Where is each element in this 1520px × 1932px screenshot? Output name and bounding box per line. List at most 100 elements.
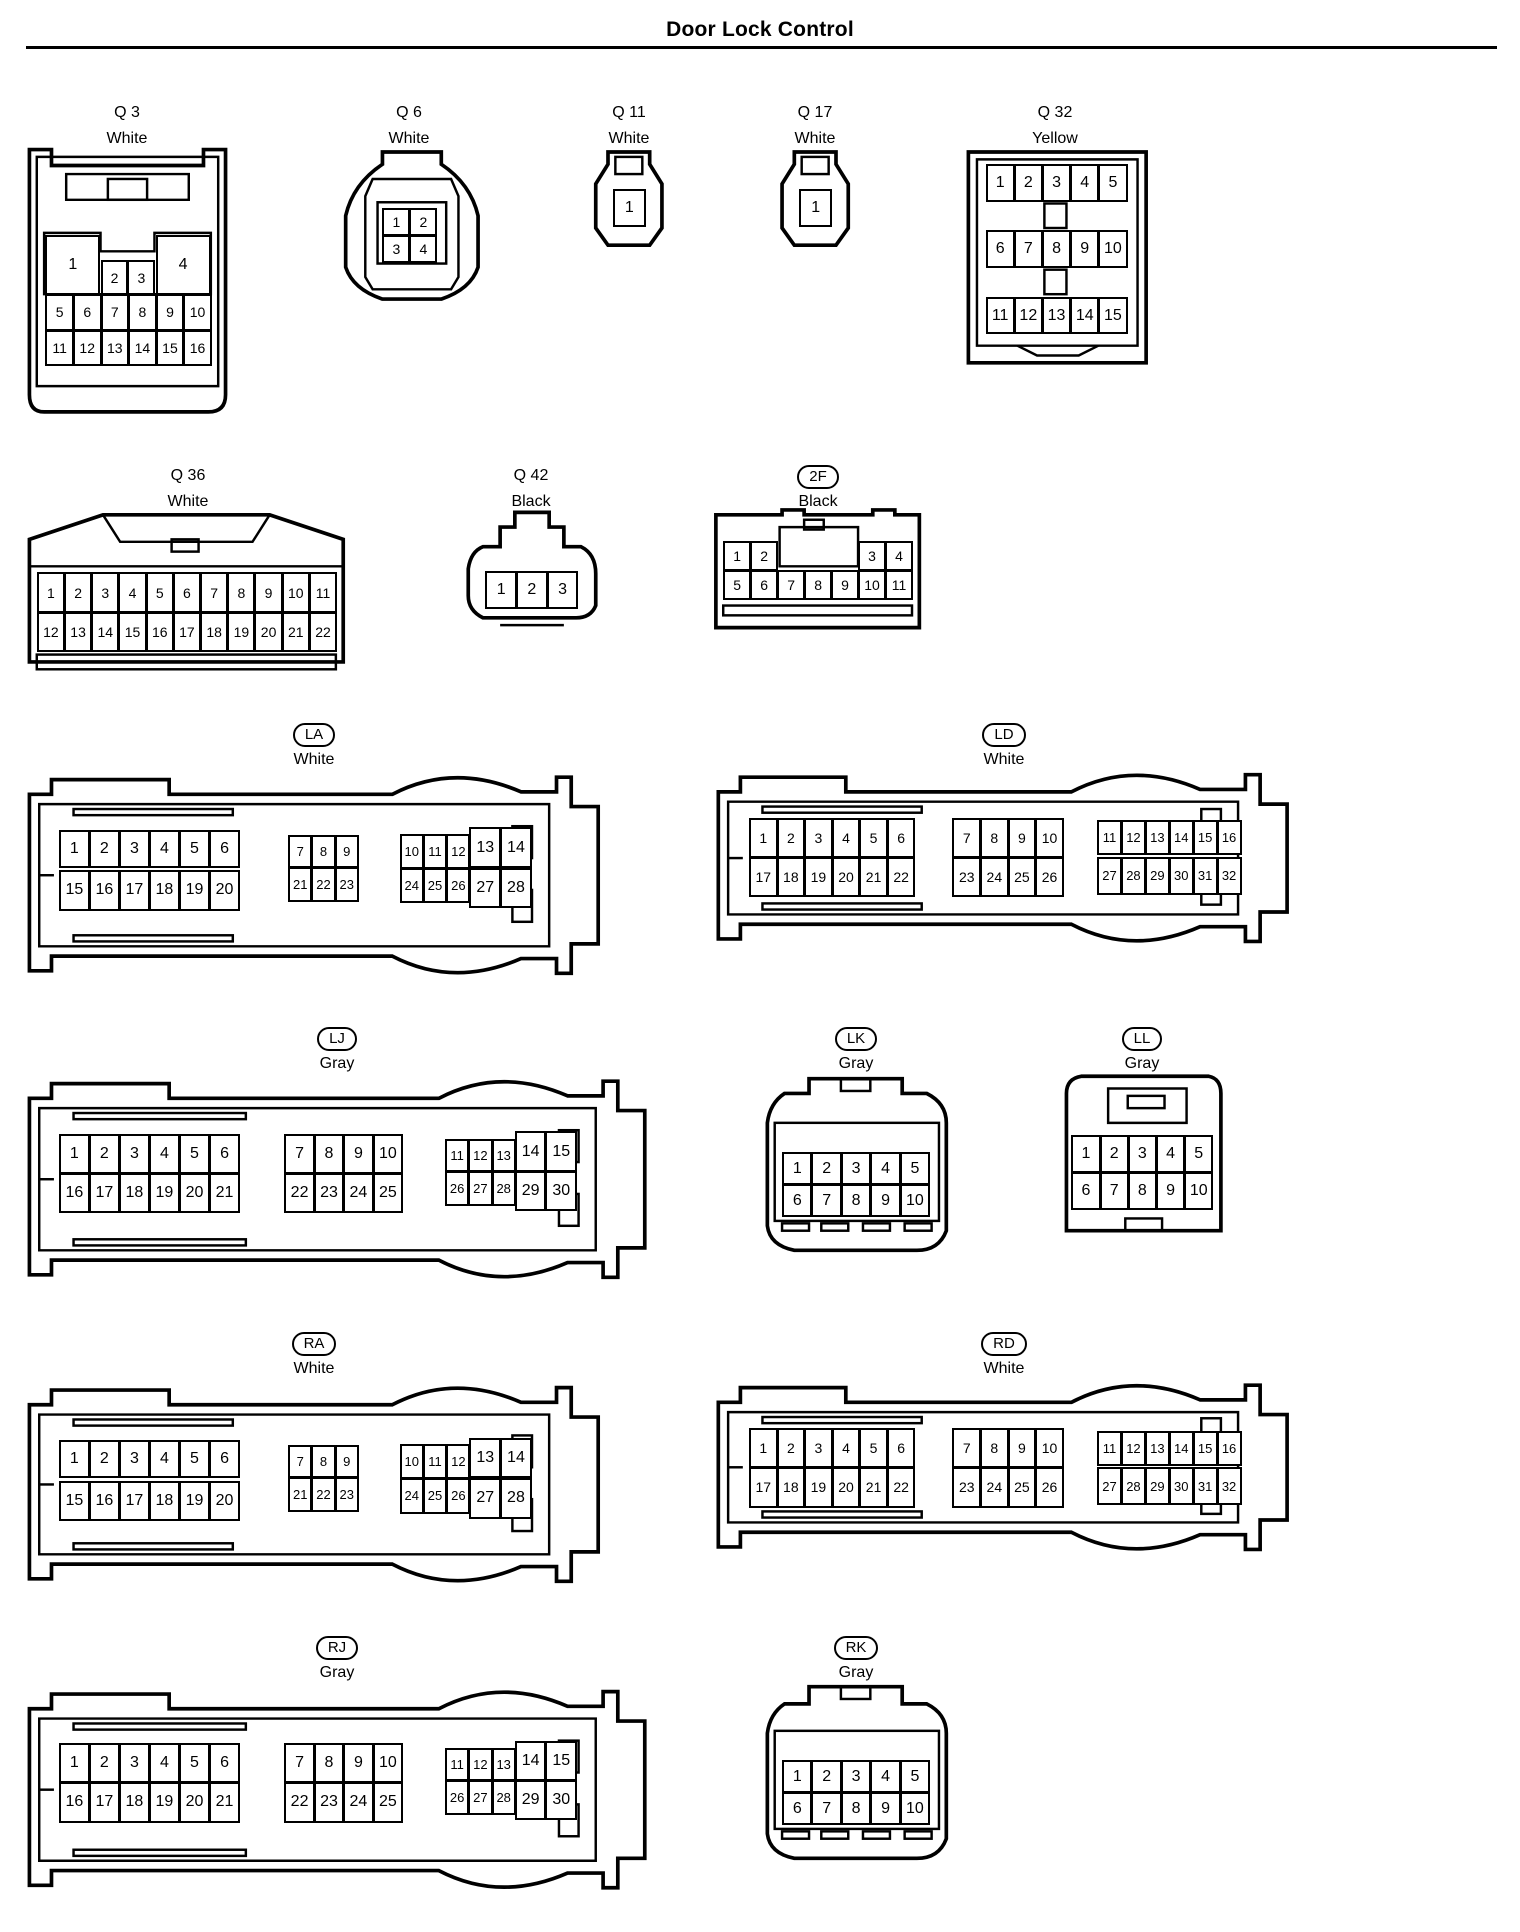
pin-7: 7 xyxy=(200,572,229,613)
pin-4: 4 xyxy=(831,1428,861,1469)
pin-12: 12 xyxy=(468,1138,493,1172)
pin-7: 7 xyxy=(952,1428,982,1469)
pin-5: 5 xyxy=(145,572,174,613)
connector-color: Black xyxy=(798,493,838,510)
pin-23: 23 xyxy=(952,1467,982,1508)
connector-code: RK xyxy=(833,1636,879,1660)
pin-8: 8 xyxy=(1041,230,1072,269)
pin-11: 11 xyxy=(1097,1430,1122,1466)
pin-4: 4 xyxy=(1155,1135,1186,1173)
pin-8: 8 xyxy=(313,1743,345,1784)
pin-4: 4 xyxy=(118,572,147,613)
pin-6: 6 xyxy=(985,230,1015,269)
pin-26: 26 xyxy=(1035,856,1064,898)
pin-24: 24 xyxy=(343,1173,374,1214)
pin-13: 13 xyxy=(1041,296,1072,335)
pin-5: 5 xyxy=(899,1760,931,1794)
pin-8: 8 xyxy=(311,834,336,868)
pin-6: 6 xyxy=(209,1133,241,1175)
pin-18: 18 xyxy=(118,1173,150,1214)
pin-15: 15 xyxy=(1192,820,1218,856)
connector-code: LK xyxy=(834,1027,878,1051)
pin-9: 9 xyxy=(343,1133,374,1175)
connector-color: White xyxy=(167,493,209,510)
pin-14: 14 xyxy=(128,329,157,367)
pin-9: 9 xyxy=(254,572,283,613)
connector-code: Q 6 xyxy=(396,104,422,121)
pin-9: 9 xyxy=(870,1792,901,1825)
pin-13: 13 xyxy=(1144,820,1170,856)
pin-23: 23 xyxy=(334,866,359,902)
pin-16: 16 xyxy=(88,870,120,911)
pin-13: 13 xyxy=(491,1138,516,1172)
pin-1: 1 xyxy=(382,208,411,237)
pin-14: 14 xyxy=(500,1437,532,1479)
connector-code: RD xyxy=(981,1332,1027,1356)
pin-16: 16 xyxy=(1216,820,1242,856)
pin-11: 11 xyxy=(444,1138,470,1172)
connector-color: White xyxy=(983,1360,1025,1377)
pin-2: 2 xyxy=(776,817,806,858)
pin-19: 19 xyxy=(178,1480,210,1521)
pin-8: 8 xyxy=(1127,1171,1157,1210)
pin-5: 5 xyxy=(723,570,752,601)
pin-21: 21 xyxy=(281,611,310,652)
pin-1: 1 xyxy=(782,1760,813,1794)
pin-18: 18 xyxy=(148,870,180,911)
pin-28: 28 xyxy=(500,867,532,909)
pin-6: 6 xyxy=(886,817,916,858)
pin-2: 2 xyxy=(63,572,93,613)
pin-26: 26 xyxy=(444,1779,470,1816)
pin-9: 9 xyxy=(343,1743,374,1784)
pin-23: 23 xyxy=(313,1173,345,1214)
pin-18: 18 xyxy=(148,1480,180,1521)
pin-10: 10 xyxy=(858,570,887,601)
pin-2: 2 xyxy=(776,1428,806,1469)
connector-code: LA xyxy=(292,723,336,747)
pin-27: 27 xyxy=(1097,1467,1122,1506)
pin-11: 11 xyxy=(45,329,74,367)
pin-21: 21 xyxy=(288,1477,313,1513)
pin-22: 22 xyxy=(886,1467,916,1508)
pin-6: 6 xyxy=(209,1743,241,1784)
pin-15: 15 xyxy=(1098,296,1128,335)
pin-20: 20 xyxy=(209,870,241,911)
connector-code: RJ xyxy=(315,1636,359,1660)
pin-7: 7 xyxy=(288,1445,313,1479)
pin-1: 1 xyxy=(45,235,101,296)
pin-3: 3 xyxy=(382,235,411,264)
pin-25: 25 xyxy=(1007,1467,1037,1508)
pin-8: 8 xyxy=(311,1445,336,1479)
pin-2: 2 xyxy=(88,1440,120,1479)
pin-1: 1 xyxy=(748,817,778,858)
pin-8: 8 xyxy=(980,1428,1009,1469)
connector-color: Gray xyxy=(319,1664,355,1681)
pin-30: 30 xyxy=(545,1779,578,1821)
pin-2: 2 xyxy=(811,1152,842,1186)
pin-3: 3 xyxy=(118,1440,150,1479)
pin-14: 14 xyxy=(1168,820,1194,856)
pin-25: 25 xyxy=(1007,856,1037,898)
connector-code: 2F xyxy=(797,465,839,489)
pin-5: 5 xyxy=(178,1743,210,1784)
pin-4: 4 xyxy=(1070,164,1100,203)
pin-1: 1 xyxy=(58,1743,90,1784)
pin-12: 12 xyxy=(446,833,471,869)
pin-30: 30 xyxy=(545,1170,578,1211)
pin-7: 7 xyxy=(1099,1171,1129,1210)
pin-5: 5 xyxy=(859,817,888,858)
pin-26: 26 xyxy=(446,867,471,904)
pin-27: 27 xyxy=(468,1779,493,1816)
pin-9: 9 xyxy=(1155,1171,1186,1210)
pin-5: 5 xyxy=(859,1428,888,1469)
connector-code: Q 17 xyxy=(797,104,833,121)
pin-21: 21 xyxy=(859,1467,888,1508)
pin-6: 6 xyxy=(782,1184,813,1217)
pin-6: 6 xyxy=(209,1440,241,1479)
pin-20: 20 xyxy=(209,1480,241,1521)
pin-15: 15 xyxy=(545,1131,578,1172)
